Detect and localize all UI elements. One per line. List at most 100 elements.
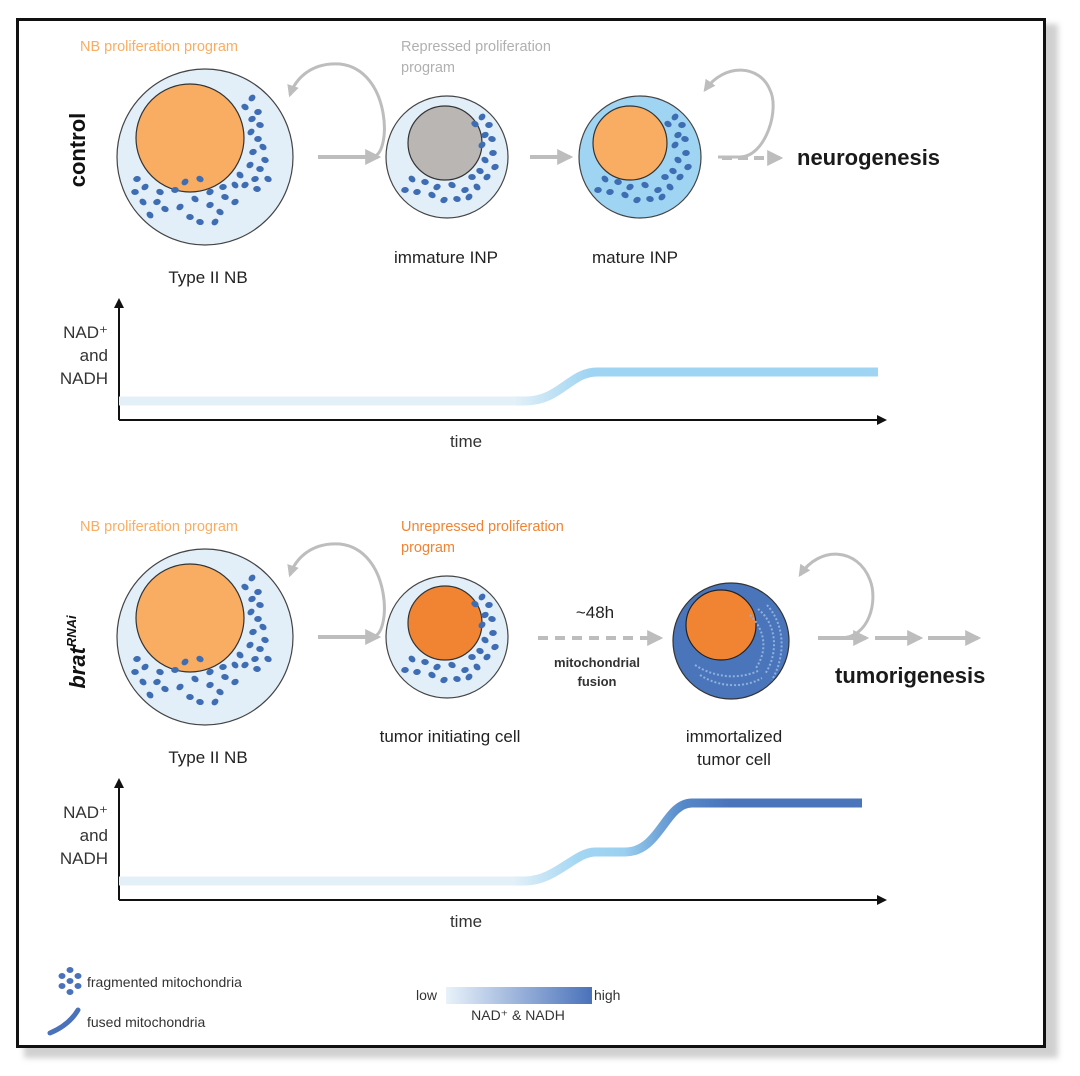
mito-dot (658, 193, 666, 201)
outcome-label: neurogenesis (797, 145, 940, 170)
mito-dot (206, 188, 214, 196)
mito-dot (421, 658, 429, 666)
cell-label: mature INP (592, 248, 678, 267)
cell-tumor-initiating (385, 575, 509, 699)
condition-label-brat: bratRNAi (64, 615, 90, 689)
cell-immature-inp (385, 95, 509, 219)
mito-dot (264, 655, 272, 663)
mito-dot (666, 183, 674, 191)
mito-dot (146, 691, 154, 699)
mito-dot (261, 636, 269, 644)
mito-dot (246, 161, 254, 169)
mito-dot (453, 675, 461, 683)
program-label-unrepressed-2: program (401, 540, 455, 556)
mito-dot (433, 183, 441, 191)
mito-dot (219, 663, 227, 671)
cell-mature-inp (578, 95, 702, 219)
mito-dot (626, 183, 634, 191)
condition-label-control: control (65, 113, 90, 188)
y-axis-label-3: NADH (60, 849, 108, 868)
mito-dot (433, 663, 441, 671)
mito-dot (256, 121, 264, 129)
self-renewal-arrow (798, 552, 875, 640)
mito-dot (453, 195, 461, 203)
cell-type-ii-nb (116, 548, 294, 726)
mito-dot (468, 173, 476, 181)
mito-dot (601, 175, 609, 183)
mito-dot (674, 131, 682, 139)
mito-dot (681, 135, 689, 143)
fragmented-mitochondria (131, 94, 272, 226)
mito-dot (253, 665, 261, 673)
mito-dot (481, 636, 489, 644)
scale-high-label: high (594, 987, 620, 1003)
mito-dot (176, 203, 184, 211)
mito-dot (139, 678, 147, 686)
mito-dot (74, 973, 82, 979)
fragmented-mitochondria (131, 574, 272, 706)
transition-process-2: fusion (578, 674, 617, 689)
mito-dot (196, 655, 204, 663)
mito-dot (478, 141, 486, 149)
mito-dot (481, 611, 489, 619)
mito-dot (256, 601, 264, 609)
mito-dot (241, 103, 249, 111)
mito-dot (256, 165, 264, 173)
cell-label-1: immortalized (686, 727, 782, 746)
mito-dot (161, 205, 169, 213)
mito-dot (401, 186, 409, 194)
mito-dot (254, 588, 262, 596)
mito-dot (614, 178, 622, 186)
mito-dot (211, 218, 219, 226)
mito-dot (186, 693, 194, 701)
brat-panel: bratRNAi NB proliferation program Unrepr… (60, 519, 986, 931)
x-axis-label: time (450, 432, 482, 451)
mito-dot (428, 671, 436, 679)
mito-dot (491, 643, 499, 651)
mito-dot (254, 615, 262, 623)
cell-label: Type II NB (168, 268, 247, 287)
mito-dot (684, 163, 692, 171)
mito-dot (241, 661, 249, 669)
mito-dot (231, 198, 239, 206)
nucleus (592, 105, 668, 181)
mito-dot (196, 698, 204, 706)
mito-dot (676, 173, 684, 181)
mito-dot (66, 978, 74, 984)
mito-dot (471, 600, 479, 608)
cell-label: immature INP (394, 248, 498, 267)
mito-dot (485, 601, 493, 609)
mito-dot (473, 663, 481, 671)
mito-dot (146, 211, 154, 219)
mito-dot (468, 653, 476, 661)
mito-dot (664, 120, 672, 128)
mito-dot (669, 167, 677, 175)
mito-dot (211, 698, 219, 706)
mito-dot (171, 666, 179, 674)
nucleus (407, 105, 483, 181)
nucleus (135, 83, 245, 193)
mito-dot (674, 156, 682, 164)
mito-dot (478, 593, 486, 601)
mito-dot (181, 658, 189, 666)
y-axis-label-1: NAD⁺ (63, 323, 108, 342)
mito-dot (196, 218, 204, 226)
mito-dot (133, 175, 141, 183)
mito-dot (481, 156, 489, 164)
cell-label: tumor initiating cell (380, 727, 521, 746)
mito-dot (259, 143, 267, 151)
mito-dot (181, 178, 189, 186)
mito-dot (248, 115, 256, 123)
fused-mitochondrion (694, 664, 761, 678)
mito-dot (156, 188, 164, 196)
program-label-nb: NB proliferation program (80, 39, 238, 55)
y-axis-label-3: NADH (60, 369, 108, 388)
mito-dot (236, 171, 244, 179)
nad-graph-brat: NAD⁺ and NADH time (60, 778, 887, 931)
mito-dot (231, 181, 239, 189)
fragmented-mitochondria (594, 113, 692, 204)
mito-dot (491, 163, 499, 171)
mito-dot (251, 655, 259, 663)
mito-dot (231, 678, 239, 686)
mito-dot (401, 666, 409, 674)
